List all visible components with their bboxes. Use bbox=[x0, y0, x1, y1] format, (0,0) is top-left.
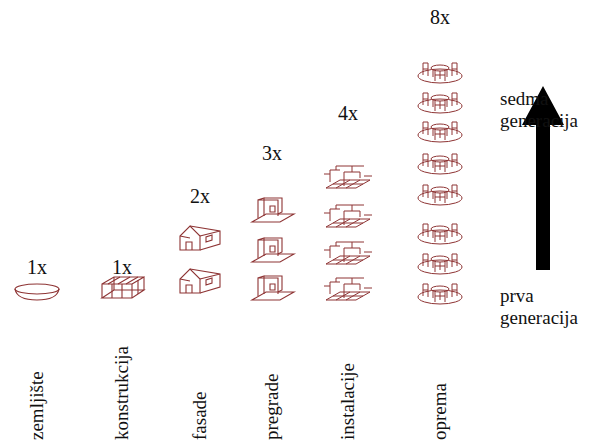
multiplier-label: 4x bbox=[338, 102, 358, 125]
layer-name: instalacije bbox=[337, 363, 359, 440]
layer-name: fasade bbox=[189, 391, 211, 440]
multiplier-label: 1x bbox=[27, 256, 47, 279]
generation-label: sedma generacija bbox=[500, 88, 600, 132]
multiplier-label: 3x bbox=[262, 142, 282, 165]
multiplier-label: 2x bbox=[190, 185, 210, 208]
generation-label: prva generacija bbox=[500, 285, 600, 329]
layer-name: pregrade bbox=[261, 374, 283, 440]
layer-name: zemljište bbox=[26, 371, 48, 440]
multiplier-label: 1x bbox=[112, 256, 132, 279]
layer-name: oprema bbox=[429, 383, 451, 440]
multiplier-label: 8x bbox=[430, 6, 450, 29]
layer-name: konstrukcija bbox=[111, 346, 133, 440]
